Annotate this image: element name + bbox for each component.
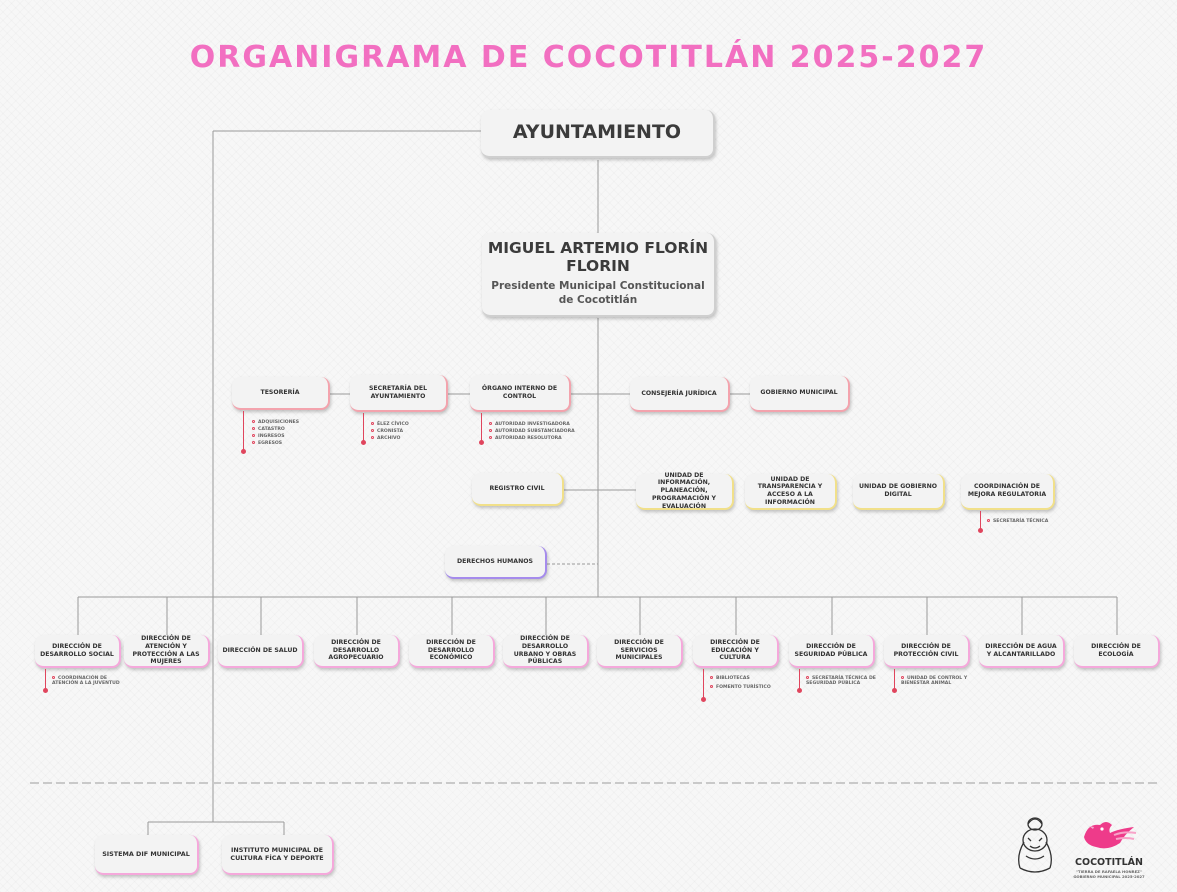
direccion-box: DIRECCIÓN DE PROTECCIÓN CIVIL (884, 635, 970, 668)
secretaria-sub-line (363, 413, 364, 443)
direccion-box: DIRECCIÓN DE ATENCIÓN Y PROTECCIÓN A LAS… (124, 635, 210, 668)
consejeria-box: CONSEJERÍA JURÍDICA (630, 377, 730, 412)
presidente-name: MIGUEL ARTEMIO FLORÍN FLORIN (487, 239, 709, 275)
direccion-box: DIRECCIÓN DE SEGURIDAD PÚBLICA (789, 635, 875, 668)
presidente-box: MIGUEL ARTEMIO FLORÍN FLORIN Presidente … (482, 233, 716, 317)
direccion-sub-dot (701, 697, 706, 702)
sub-item: ÉLEZ CÍVICO (371, 422, 409, 428)
secretaria-sub-dot (361, 440, 366, 445)
sub-item: AUTORIDAD SUBSTANCIADORA (489, 429, 575, 435)
sub-item: ARCHIVO (371, 436, 400, 442)
sub-item: INGRESOS (252, 434, 285, 440)
sub-item: COORDINACIÓN DE ATENCIÓN A LA JUVENTUD (52, 676, 122, 686)
ayuntamiento-box: AYUNTAMIENTO (481, 110, 715, 158)
sub-item: UNIDAD DE CONTROL Y BIENESTAR ANIMAL (901, 676, 971, 686)
sub-item: BIBLIOTECAS (710, 676, 780, 682)
direccion-box: DIRECCIÓN DE ECOLOGÍA (1074, 635, 1160, 668)
transparencia-box: UNIDAD DE TRANSPARENCIA Y ACCESO A LA IN… (745, 474, 837, 510)
direccion-sub-dot (892, 688, 897, 693)
instituto-cultura-box: INSTITUTO MUNICIPAL DE CULTURA FÍCA Y DE… (222, 835, 334, 875)
gobierno-digital-box: UNIDAD DE GOBIERNO DIGITAL (853, 474, 945, 510)
organo-sub-dot (479, 440, 484, 445)
direccion-sub-line (703, 669, 704, 700)
sub-item: EGRESOS (252, 441, 282, 447)
mejora-sub-dot (978, 528, 983, 533)
mejora-regulatoria-box: COORDINACIÓN DE MEJORA REGULATORIA (961, 474, 1055, 510)
direccion-box: DIRECCIÓN DE SALUD (218, 635, 304, 668)
secretaria-box: SECRETARÍA DEL AYUNTAMIENTO (350, 375, 448, 412)
presidente-role: Presidente Municipal Constitucional de C… (491, 279, 705, 307)
derechos-humanos-box: DERECHOS HUMANOS (445, 546, 547, 579)
direccion-box: DIRECCIÓN DE DESARROLLO ECONÓMICO (409, 635, 495, 668)
sub-item: CRONISTA (371, 429, 403, 435)
sub-item: FOMENTO TURÍSTICO (710, 685, 780, 691)
municipal-seal-logo (1018, 817, 1052, 873)
direccion-box: DIRECCIÓN DE AGUA Y ALCANTARILLADO (979, 635, 1065, 668)
sub-item: AUTORIDAD INVESTIGADORA (489, 422, 570, 428)
gobierno-municipal-box: GOBIERNO MUNICIPAL (750, 376, 850, 412)
organo-sub-line (481, 413, 482, 443)
sub-item: SECRETARÍA TÉCNICA DE SEGURIDAD PÚBLICA (806, 676, 876, 686)
direccion-box: DIRECCIÓN DE SERVICIOS MUNICIPALES (597, 635, 683, 668)
direccion-sub-line (45, 669, 46, 691)
registro-civil-box: REGISTRO CIVIL (472, 473, 564, 506)
dif-box: SISTEMA DIF MUNICIPAL (95, 835, 199, 875)
direccion-box: DIRECCIÓN DE DESARROLLO URBANO Y OBRAS P… (503, 635, 589, 668)
sub-item: ADQUISICIONES (252, 420, 299, 426)
sub-item: CATASTRO (252, 427, 285, 433)
uippe-box: UNIDAD DE INFORMACIÓN, PLANEACIÓN, PROGR… (636, 472, 734, 510)
logo-tagline: "TIERRA DE RAFAELA HONREZ" (1076, 869, 1142, 874)
tesoreria-sub-dot (241, 449, 246, 454)
page-title: ORGANIGRAMA DE COCOTITLÁN 2025-2027 (189, 40, 988, 75)
direccion-sub-dot (797, 688, 802, 693)
organo-control-box: ÓRGANO INTERNO DE CONTROL (470, 375, 571, 412)
logo-period: GOBIERNO MUNICIPAL 2025-2027 (1073, 874, 1145, 879)
logo-name: COCOTITLÁN (1075, 857, 1143, 868)
tesoreria-box: TESORERÍA (232, 377, 330, 410)
direccion-box: DIRECCIÓN DE DESARROLLO AGROPECUARIO (314, 635, 400, 668)
direccion-sub-dot (43, 688, 48, 693)
mejora-sub-line (980, 511, 981, 531)
cocotitlan-bird-logo (1084, 822, 1137, 849)
direccion-sub-line (894, 669, 895, 691)
tesoreria-sub-line (243, 411, 244, 452)
direccion-sub-line (799, 669, 800, 691)
sub-item: SECRETARÍA TÉCNICA (987, 519, 1048, 525)
direccion-box: DIRECCIÓN DE DESARROLLO SOCIAL (35, 635, 121, 668)
direccion-box: DIRECCIÓN DE EDUCACIÓN Y CULTURA (693, 635, 779, 668)
sub-item: AUTORIDAD RESOLUTORA (489, 436, 562, 442)
